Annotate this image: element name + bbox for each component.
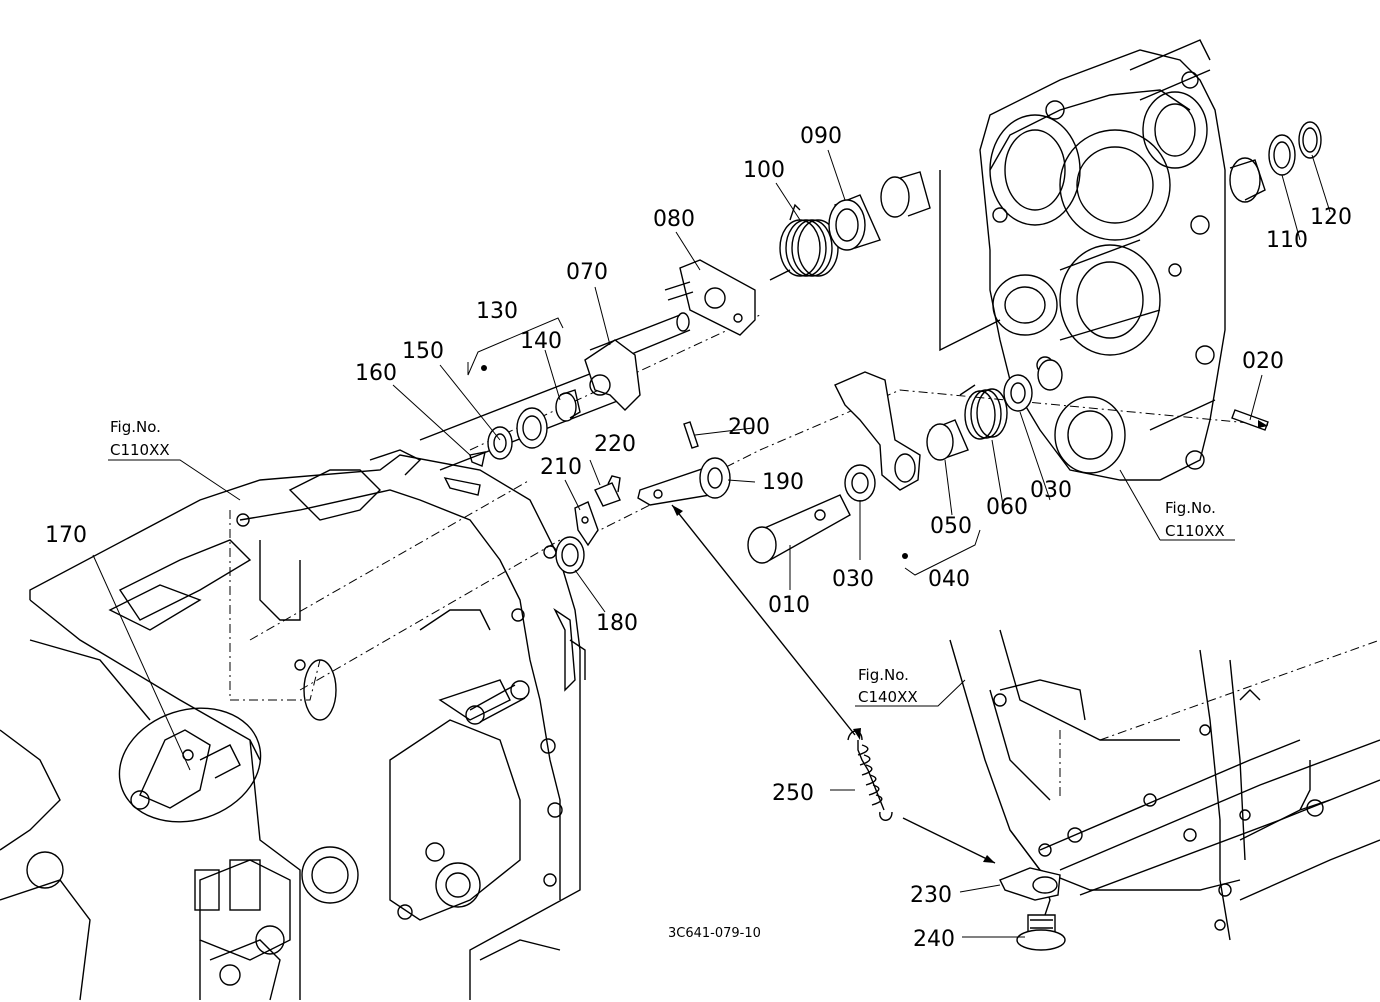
shifter-detail-inset [118,707,262,823]
part-label-210: 210 [540,455,582,480]
part-label-180: 180 [596,611,638,636]
part-label-140: 140 [520,329,562,354]
kit-marker-dot [481,365,487,371]
part-label-240: 240 [913,927,955,952]
drawing-code: 3C641-079-10 [668,926,761,941]
part-label-230: 230 [910,883,952,908]
part-label-120: 120 [1310,205,1352,230]
part-label-020: 020 [1242,349,1284,374]
figure-references: Fig.No. C110XX Fig.No. C110XX Fig.No. C1… [110,418,1225,706]
part-label-050: 050 [930,514,972,539]
part-label-200: 200 [728,415,770,440]
part-label-220: 220 [594,432,636,457]
part-label-130: 130 [476,299,518,324]
fig-ref-line1: Fig.No. [1165,499,1216,517]
part-label-170: 170 [45,523,87,548]
part-label-040: 040 [928,567,970,592]
torsion-spring-100 [769,203,839,281]
transmission-housing-left [0,369,621,1001]
part-label-030: 030 [832,567,874,592]
assembly-arrows [671,420,1268,864]
shift-shaft-assembly [469,121,1322,951]
part-label-250: 250 [772,781,814,806]
part-label-030: 030 [1030,478,1072,503]
transmission-housing-right [979,39,1226,481]
part-label-190: 190 [762,470,804,495]
part-label-080: 080 [653,207,695,232]
part-label-070: 070 [566,260,608,285]
part-label-010: 010 [768,593,810,618]
leader-lines [92,149,1331,938]
fig-ref-number: C110XX [1165,522,1225,540]
part-label-090: 090 [800,124,842,149]
kit-marker-dot [902,553,908,559]
fig-ref-line1: Fig.No. [110,418,161,436]
fig-ref-number: C140XX [858,688,918,706]
part-labels: 010 020 030 030 040 050 060 070 080 090 … [45,124,1352,952]
part-label-060: 060 [986,495,1028,520]
part-label-160: 160 [355,361,397,386]
part-label-100: 100 [743,158,785,183]
part-label-110: 110 [1266,228,1308,253]
fig-ref-line1: Fig.No. [858,666,909,684]
part-label-150: 150 [402,339,444,364]
fig-ref-number: C110XX [110,441,170,459]
tension-spring-250 [847,730,893,821]
